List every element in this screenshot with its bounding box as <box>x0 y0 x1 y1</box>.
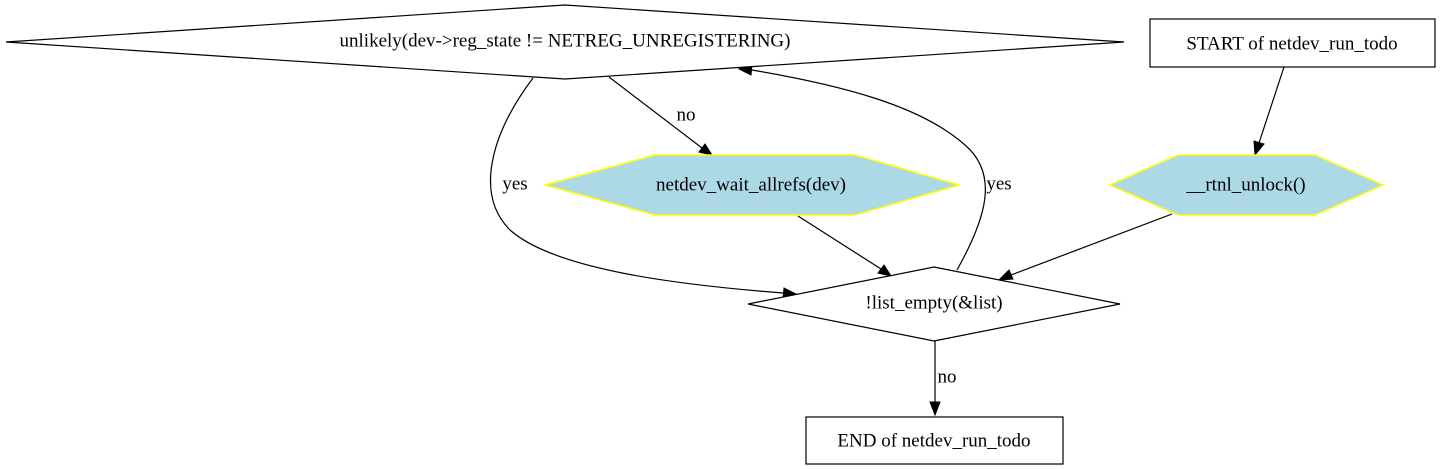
rtnl-unlock-label: __rtnl_unlock() <box>1185 174 1305 195</box>
wait-allrefs-label: netdev_wait_allrefs(dev) <box>656 174 846 195</box>
edge-label-reg-no: no <box>677 104 696 125</box>
edge-wait-allrefs-to-list-empty <box>797 215 893 277</box>
edge-label-list-no: no <box>938 366 957 387</box>
end-node: END of netdev_run_todo <box>805 416 1064 465</box>
reg-state-decision-node: unlikely(dev->reg_state != NETREG_UNREGI… <box>5 4 1125 80</box>
list-empty-decision-node: !list_empty(&list) <box>747 266 1121 342</box>
end-node-label: END of netdev_run_todo <box>837 430 1030 451</box>
edge-label-reg-yes: yes <box>502 173 527 194</box>
wait-allrefs-shape <box>542 154 962 216</box>
list-empty-label: !list_empty(&list) <box>865 292 1002 313</box>
start-node: START of netdev_run_todo <box>1149 18 1436 68</box>
edge-rtnl-unlock-to-list-empty <box>997 213 1173 281</box>
rtnl-unlock-shape <box>1108 154 1385 216</box>
start-node-label: START of netdev_run_todo <box>1186 33 1397 54</box>
edge-start-to-rtnl-unlock <box>1253 66 1285 157</box>
wait-allrefs-node: netdev_wait_allrefs(dev) <box>542 154 962 216</box>
reg-state-label: unlikely(dev->reg_state != NETREG_UNREGI… <box>340 30 791 51</box>
edge-reg-state-to-wait-allrefs <box>608 76 714 156</box>
edge-list-empty-to-end <box>929 341 941 417</box>
rtnl-unlock-node: __rtnl_unlock() <box>1108 154 1385 216</box>
edge-label-loop-yes: yes <box>986 173 1011 194</box>
